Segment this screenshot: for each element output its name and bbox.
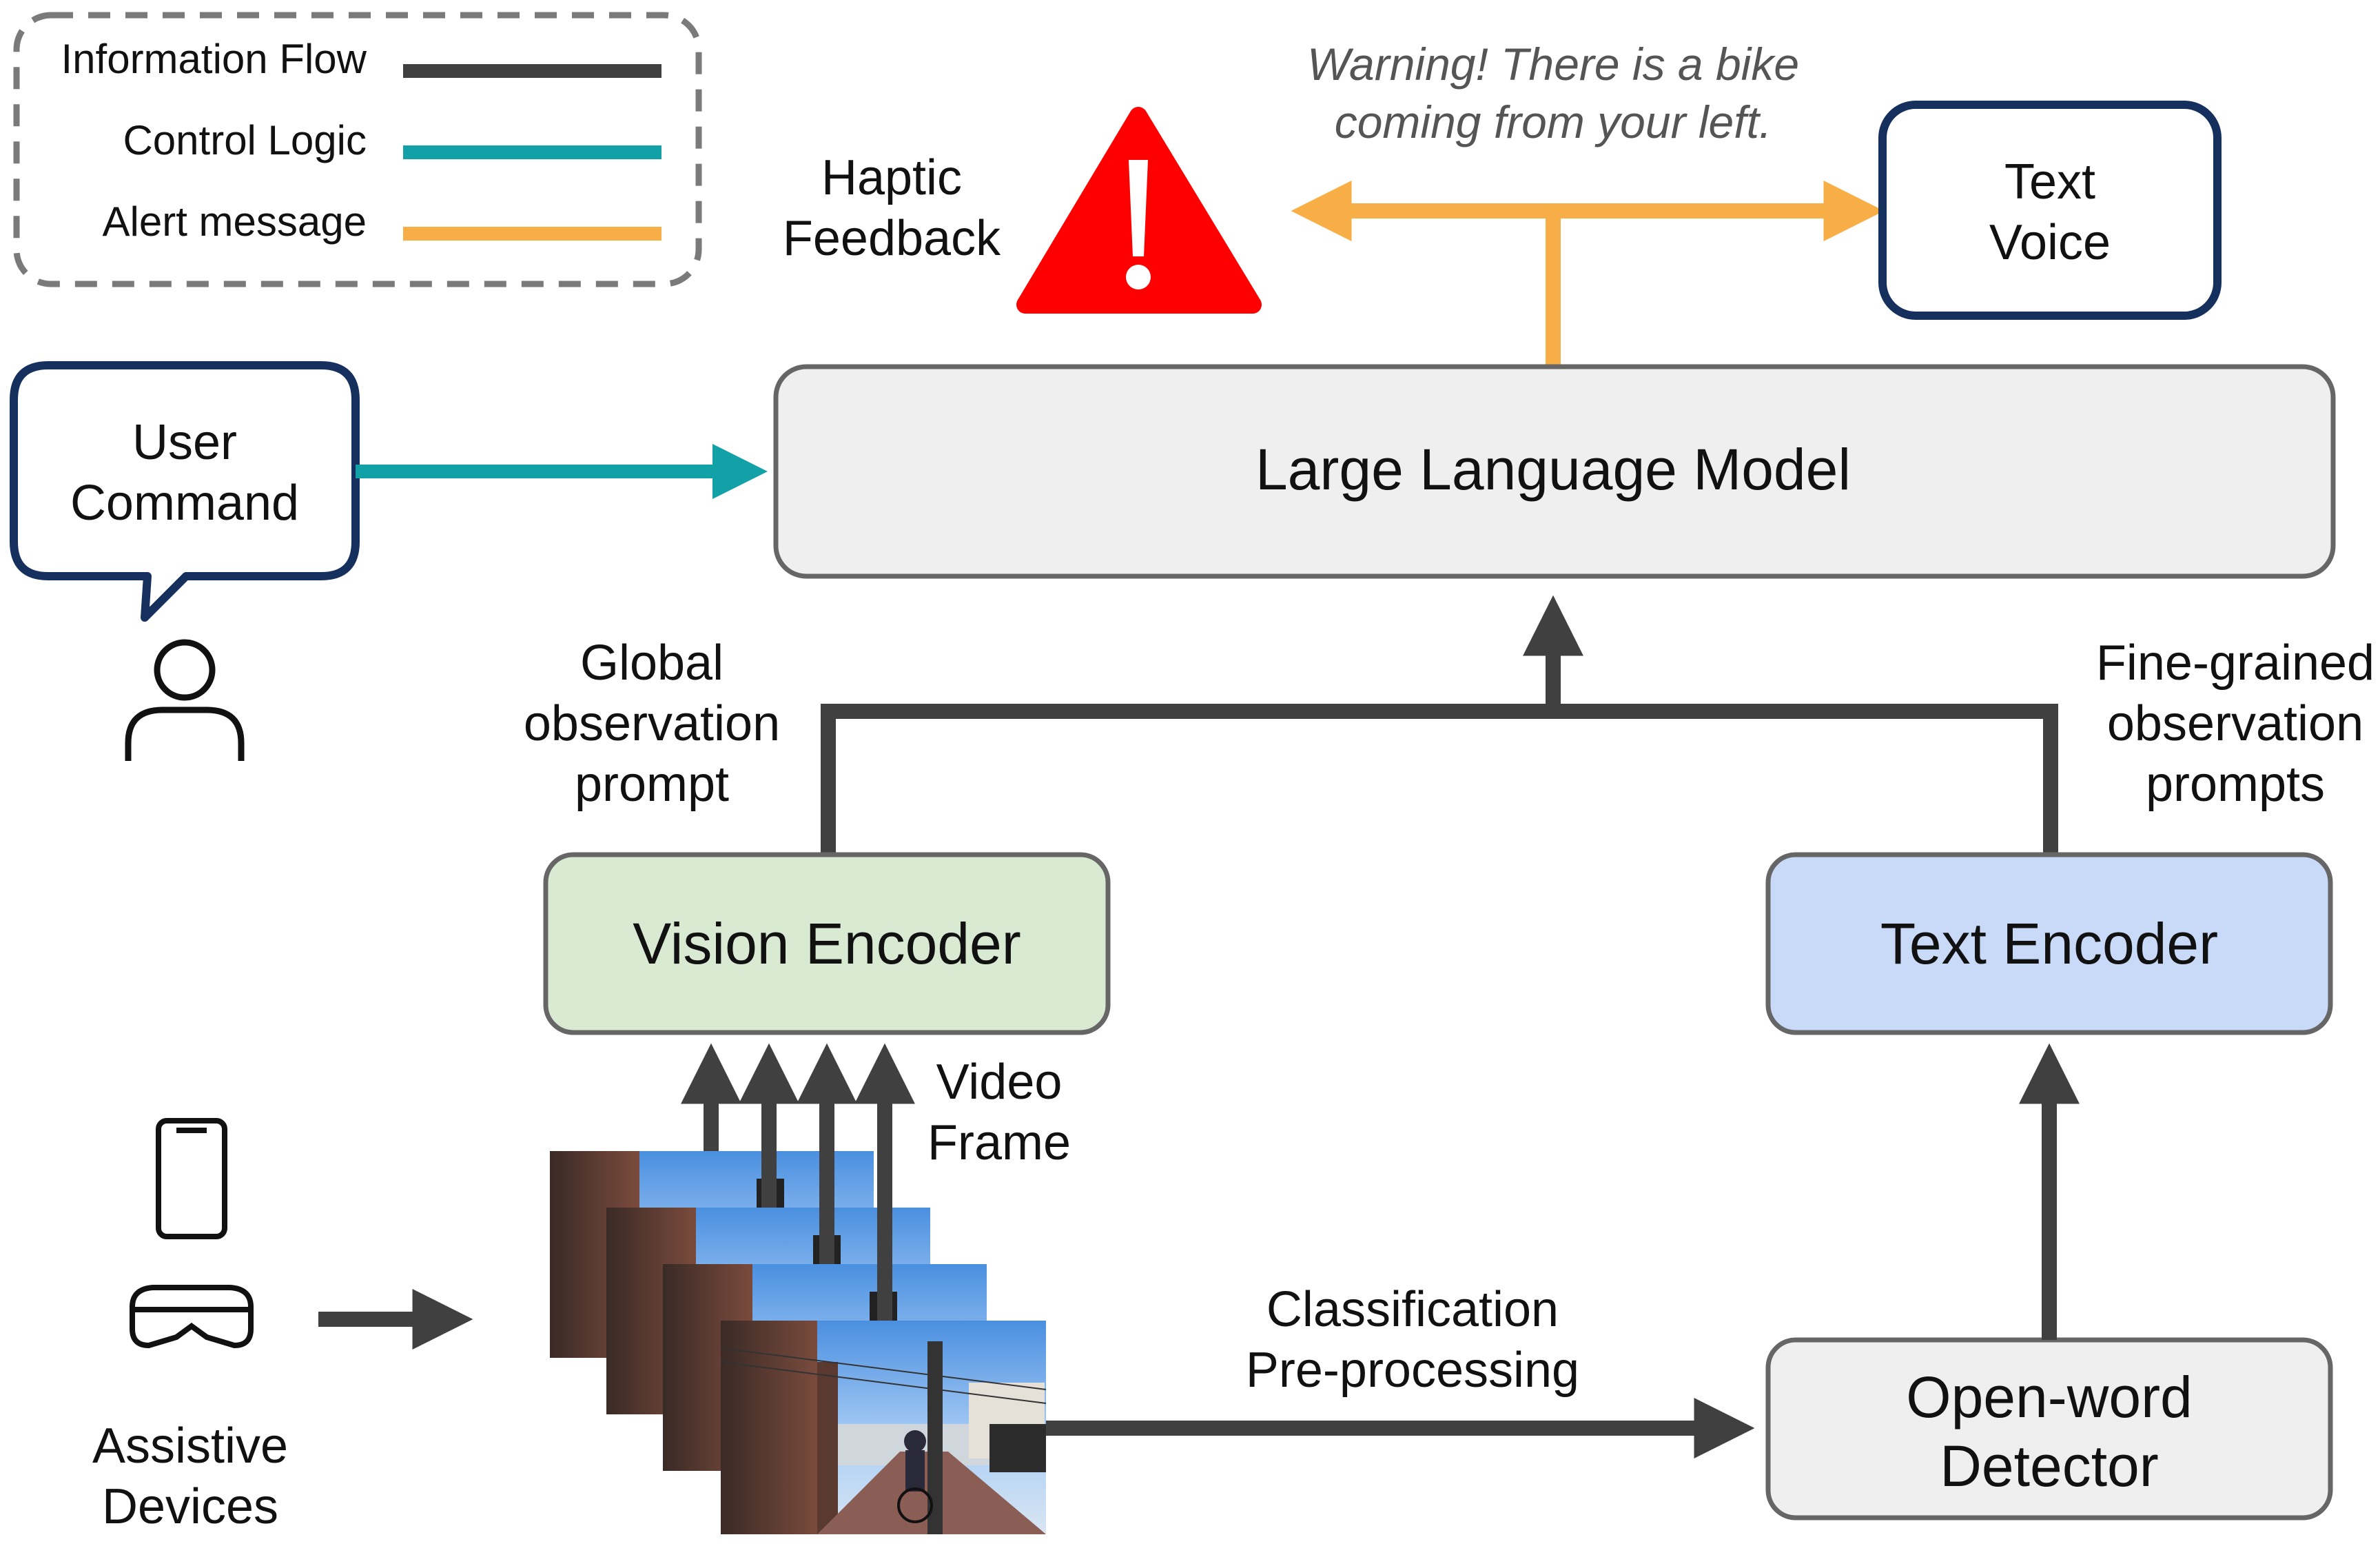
fine-prompt-line3: prompts [2146,757,2325,812]
assistive-devices-line2: Devices [102,1479,278,1534]
user-command-bubble: User Command [10,361,360,622]
text-encoder-label: Text Encoder [1880,911,2218,976]
vision-encoder-label: Vision Encoder [633,911,1020,976]
encoder-to-llm-arrows [821,595,2058,855]
warning-message-line1: Warning! There is a bike [1307,39,1799,90]
user-icon [125,639,245,761]
legend-label-control-logic: Control Logic [123,117,367,163]
vision-encoder-box: Vision Encoder [543,852,1111,1035]
global-prompt-line3: prompt [575,757,729,812]
video-frame-line1: Video [936,1055,1063,1110]
llm-box: Large Language Model [773,364,2336,579]
video-frame-front [720,1321,1047,1534]
open-word-detector-box: Open-word Detector [1765,1337,2333,1520]
legend: Information Flow Control Logic Alert mes… [13,12,702,287]
assistive-devices-line1: Assistive [92,1418,288,1474]
phone-icon [156,1118,227,1239]
user-command-line2: Command [70,476,299,531]
warning-triangle-icon [1016,107,1262,314]
classification-line1: Classification [1266,1282,1559,1337]
text-voice-line2: Voice [1989,215,2111,270]
video-frame-stack [550,1151,1047,1534]
text-voice-box: Text Voice [1878,101,2222,320]
text-voice-line1: Text [2004,154,2095,210]
smart-glasses-icon [130,1285,254,1349]
alert-arrows [1291,181,1885,365]
warning-message-line2: coming from your left. [1335,96,1772,148]
user-command-line1: User [132,415,237,470]
fine-prompt-line1: Fine-grained [2096,635,2374,691]
detector-line1: Open-word [1906,1365,2193,1430]
text-encoder-box: Text Encoder [1765,852,2333,1035]
haptic-feedback-line1: Haptic [821,150,962,205]
legend-label-alert-message: Alert message [103,199,367,245]
global-prompt-line1: Global [580,635,724,691]
llm-label: Large Language Model [1255,437,1851,502]
haptic-feedback-line2: Feedback [783,211,1001,266]
fine-prompt-line2: observation [2107,696,2363,751]
frames-to-vision-arrows [681,1043,915,1321]
global-prompt-line2: observation [524,696,780,751]
legend-label-information-flow: Information Flow [61,36,367,82]
classification-line2: Pre-processing [1246,1343,1579,1398]
video-frame-line2: Frame [927,1115,1071,1170]
detector-line2: Detector [1940,1434,2158,1498]
